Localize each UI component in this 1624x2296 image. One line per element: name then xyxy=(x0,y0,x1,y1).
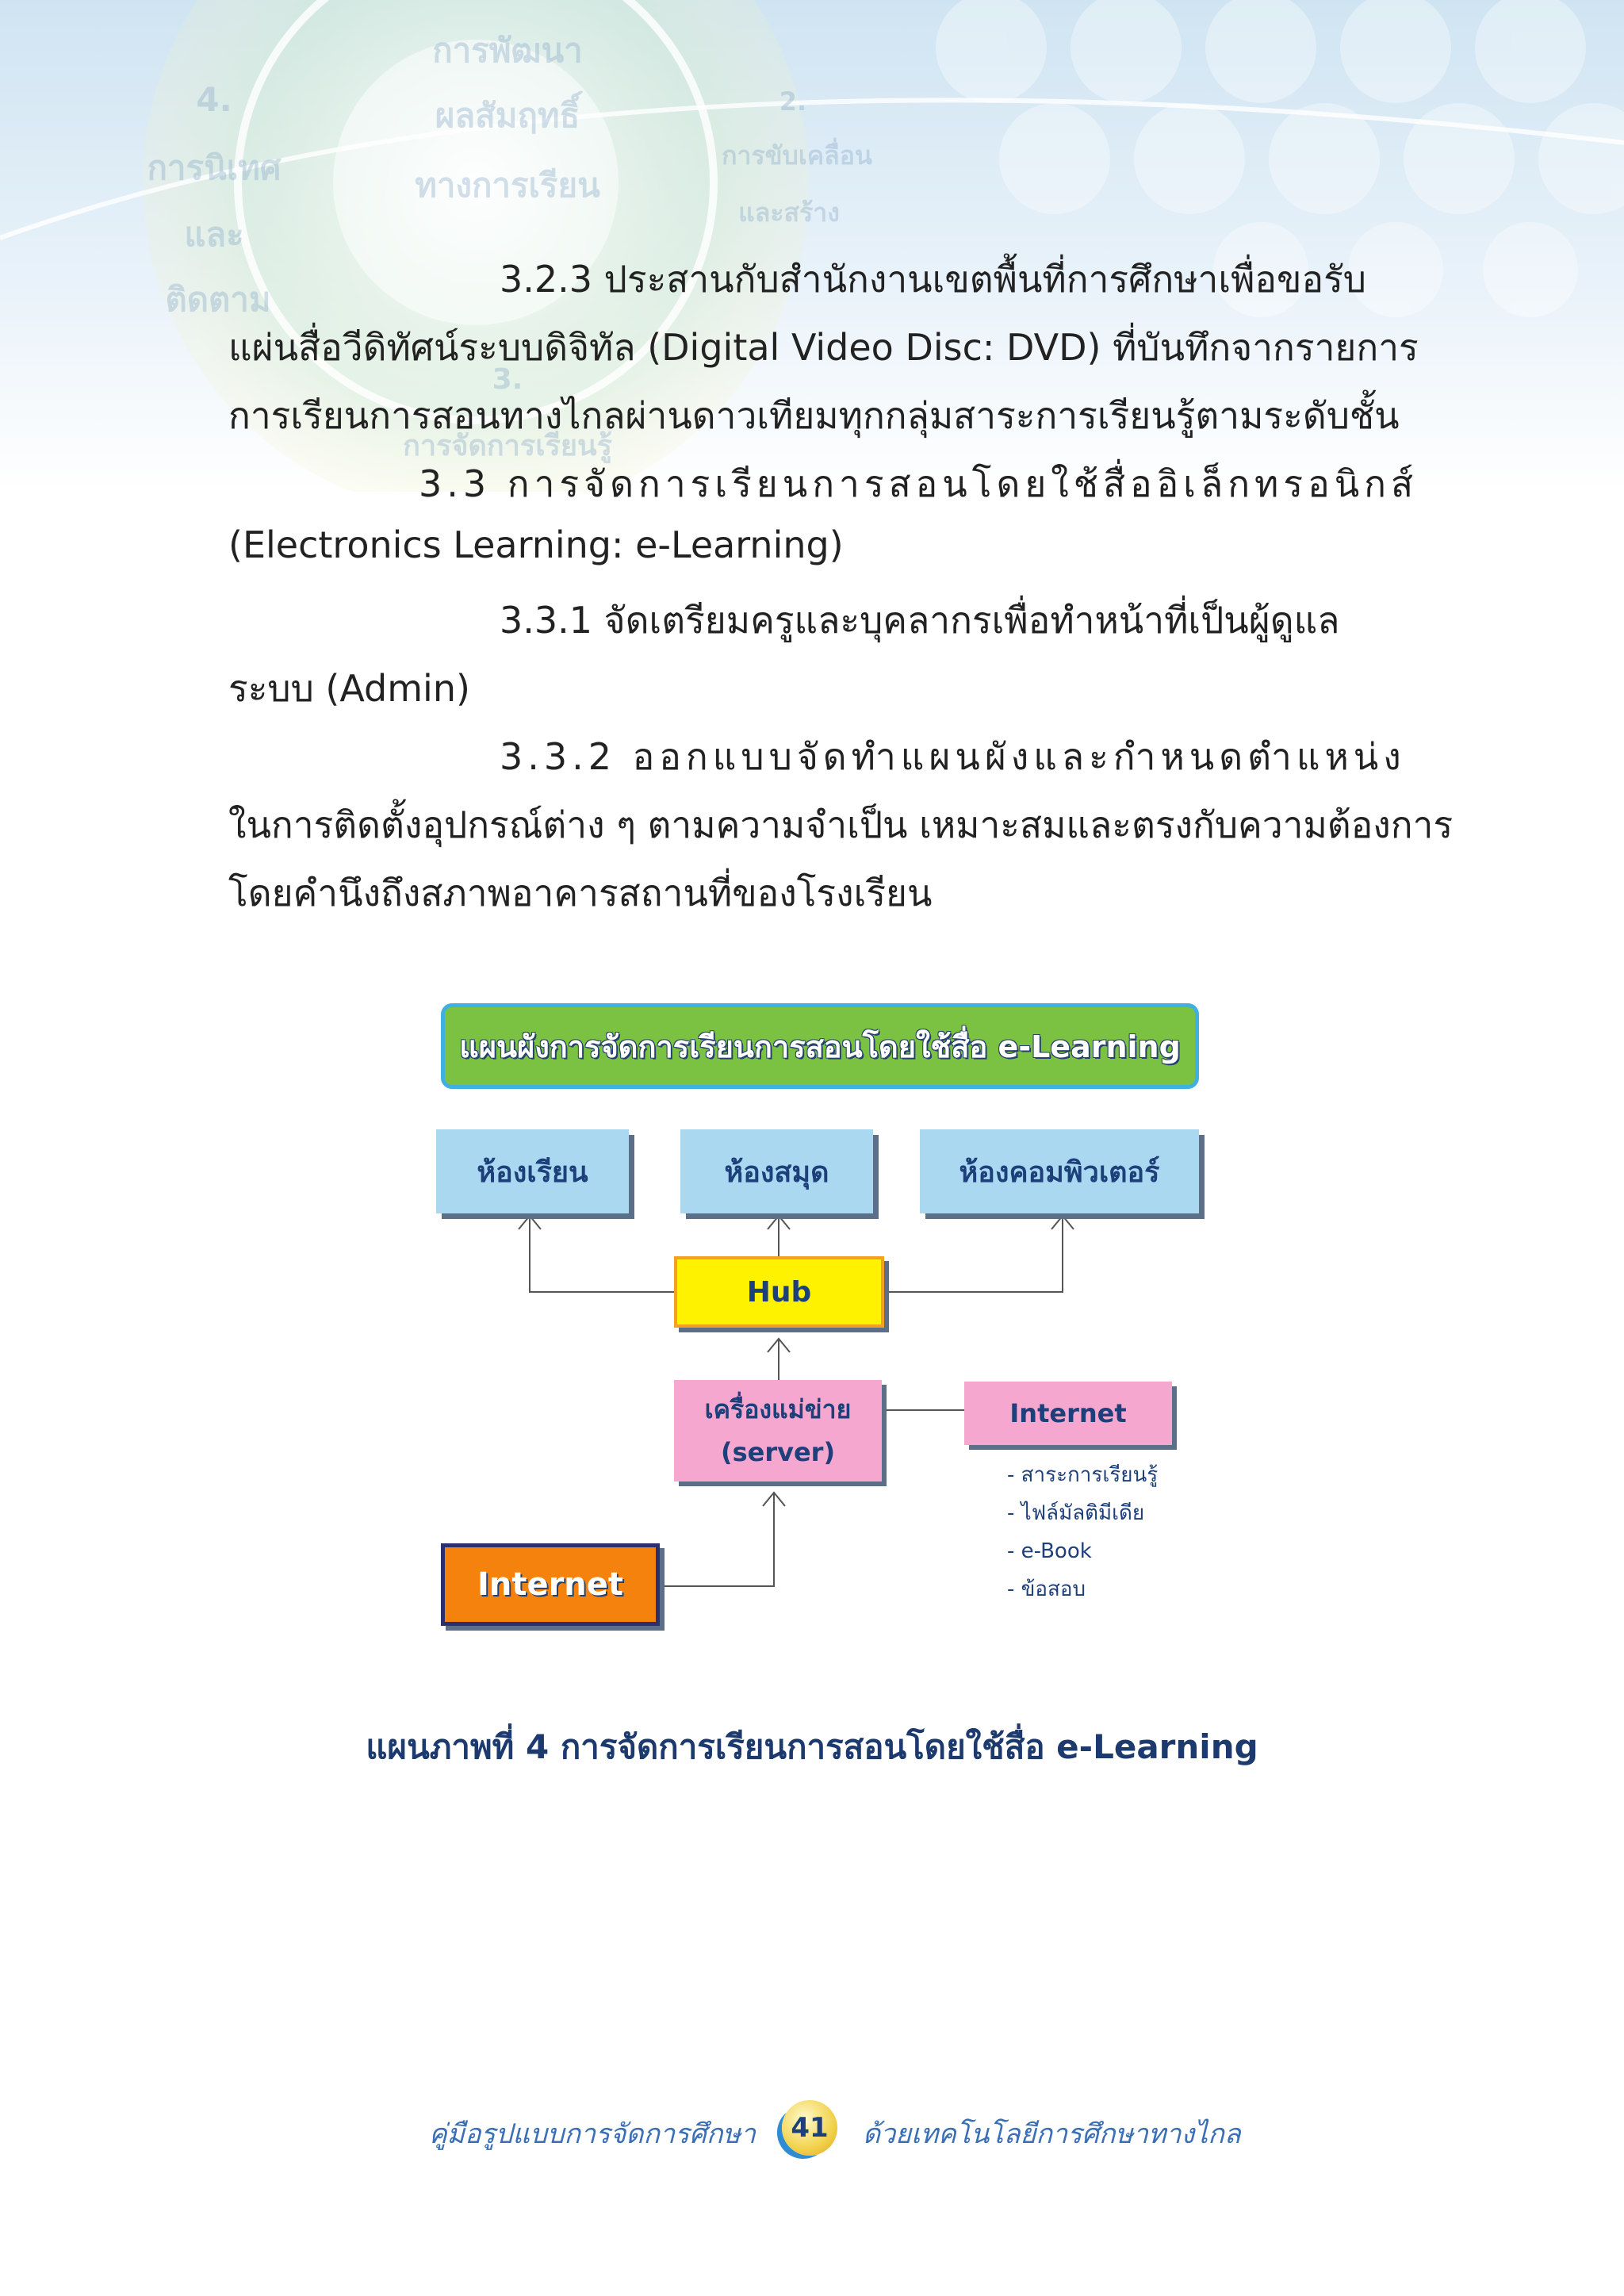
background-word: และ xyxy=(184,215,244,254)
background-word: ติดตาม xyxy=(165,280,271,319)
hub-box: Hub xyxy=(674,1256,884,1328)
server-sublabel: (server) xyxy=(720,1437,836,1467)
computer-room-box: ห้องคอมพิวเตอร์ xyxy=(920,1129,1199,1213)
footer-right-text: ด้วยเทคโนโลยีการศึกษาทางไกล xyxy=(863,2118,1241,2150)
paragraph-3-3-1-line2: ระบบ (Admin) xyxy=(228,667,470,710)
background-word: การนิเทศ xyxy=(147,148,282,187)
background-word: ผลสัมฤทธิ์ xyxy=(435,96,580,135)
list-item: - ไฟล์มัลติมีเดีย xyxy=(1007,1501,1145,1525)
paragraph-3-3-2-line2: ในการติดตั้งอุปกรณ์ต่าง ๆ ตามความจำเป็น … xyxy=(228,803,1454,846)
paragraph-3-3-2-line3: โดยคำนึงถึงสภาพอาคารสถานที่ของโรงเรียน xyxy=(228,872,933,914)
background-word: และสร้าง xyxy=(738,197,840,228)
list-item: - e-Book xyxy=(1007,1539,1092,1563)
diagram-title: แผนผังการจัดการเรียนการสอนโดยใช้สื่อ e-L… xyxy=(441,1003,1199,1089)
paragraph-3-2-3-line2: แผ่นสื่อวีดิทัศน์ระบบดิจิทัล (Digital Vi… xyxy=(228,326,1419,369)
background-word: การพัฒนา xyxy=(432,31,583,70)
background-word: 4. xyxy=(196,80,232,119)
internet-source-box: Internet xyxy=(441,1543,660,1626)
figure-caption: แผนภาพที่ 4 การจัดการเรียนการสอนโดยใช้สื… xyxy=(366,1727,1258,1766)
section-3-3-heading-line2: (Electronics Learning: e-Learning) xyxy=(228,523,844,566)
paragraph-3-2-3-line1: 3.2.3 ประสานกับสำนักงานเขตพื้นที่การศึกษ… xyxy=(500,258,1366,301)
background-word: การจัดการเรียนรู้ xyxy=(403,430,612,462)
server-label: เครื่องแม่ข่าย xyxy=(704,1393,852,1424)
list-item: - สาระการเรียนรู้ xyxy=(1007,1463,1159,1487)
paragraph-3-3-2-line1: 3.3.2 ออกแบบจัดทำแผนผังและกำหนดตำแหน่ง xyxy=(500,735,1406,778)
internet-content-list: - สาระการเรียนรู้ - ไฟล์มัลติมีเดีย - e-… xyxy=(1007,1456,1158,1608)
paragraph-3-2-3-line3: การเรียนการสอนทางไกลผ่านดาวเทียมทุกกลุ่ม… xyxy=(228,394,1400,437)
page-number: 41 xyxy=(782,2100,837,2156)
classroom-box: ห้องเรียน xyxy=(436,1129,629,1213)
background-word: 2. xyxy=(779,86,807,117)
internet-content-box: Internet xyxy=(964,1382,1172,1445)
background-word: ทางการเรียน xyxy=(415,166,600,205)
paragraph-3-3-1-line1: 3.3.1 จัดเตรียมครูและบุคลากรเพื่อทำหน้าท… xyxy=(500,599,1340,642)
section-3-3-heading-line1: 3.3 การจัดการเรียนการสอนโดยใช้สื่ออิเล็ก… xyxy=(419,462,1419,505)
background-word: การขับเคลื่อน xyxy=(722,140,872,171)
library-box: ห้องสมุด xyxy=(680,1129,873,1213)
header-background-graphic xyxy=(0,0,1624,492)
list-item: - ข้อสอบ xyxy=(1007,1577,1086,1601)
background-word: 3. xyxy=(492,363,523,396)
footer-left-text: คู่มือรูปแบบการจัดการศึกษา xyxy=(428,2118,756,2150)
server-box: เครื่องแม่ข่าย (server) xyxy=(674,1380,882,1481)
